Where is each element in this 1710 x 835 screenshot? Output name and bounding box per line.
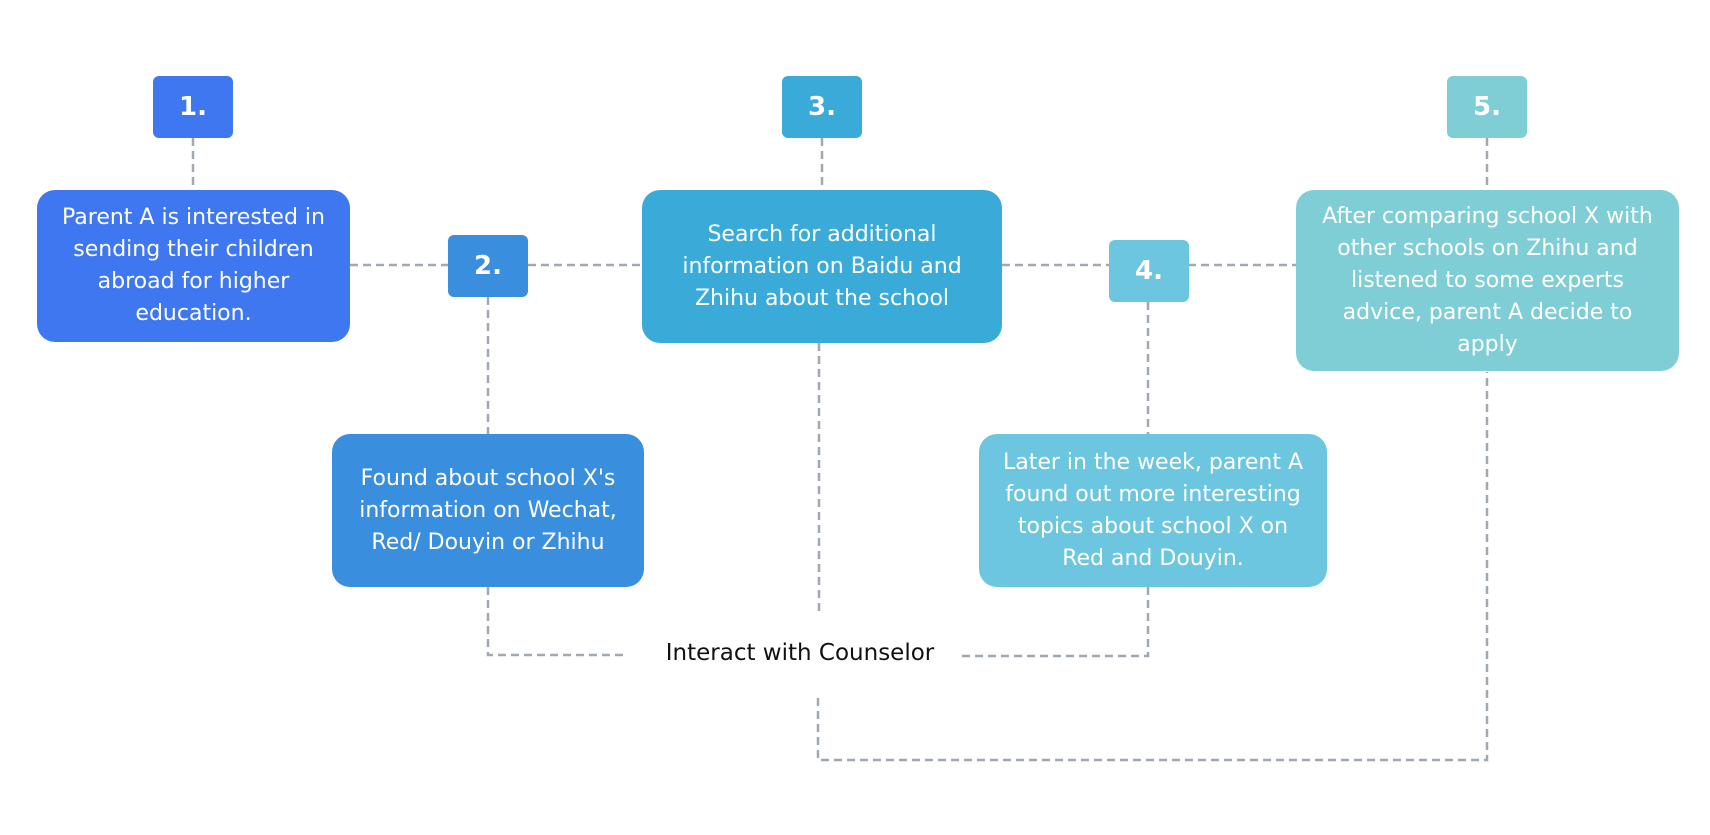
step-5-card: After comparing school X with other scho… xyxy=(1296,190,1679,371)
connector-card2-label xyxy=(486,587,626,657)
step-1-number-badge: 1. xyxy=(153,76,233,138)
step-3-number-badge: 3. xyxy=(782,76,862,138)
step-5-number-badge: 5. xyxy=(1447,76,1527,138)
step-1-card: Parent A is interested in sending their … xyxy=(37,190,350,342)
step-4-number-badge: 4. xyxy=(1109,240,1189,302)
step-4-card: Later in the week, parent A found out mo… xyxy=(979,434,1327,587)
step-2-number-badge: 2. xyxy=(448,235,528,297)
connector-label-card5 xyxy=(816,372,1489,762)
step-3-card: Search for additional information on Bai… xyxy=(642,190,1002,343)
connector-card4-label xyxy=(962,587,1150,658)
step-2-card: Found about school X's information on We… xyxy=(332,434,644,587)
interact-with-counselor-label: Interact with Counselor xyxy=(665,640,935,666)
